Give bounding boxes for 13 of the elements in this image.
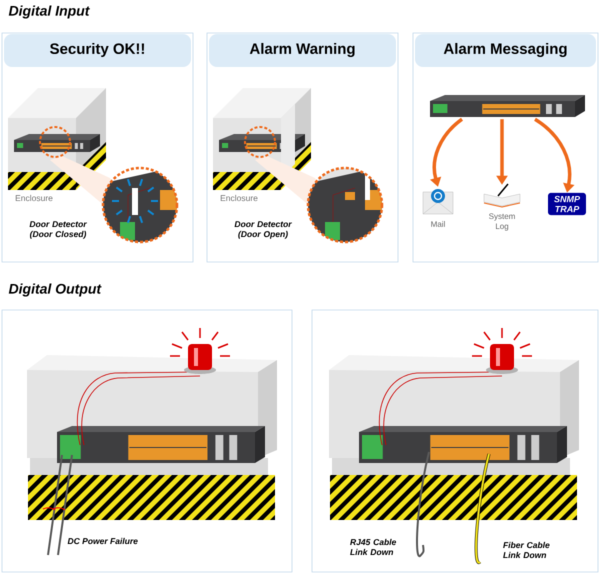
node-label: DC Power Failure xyxy=(68,538,138,544)
section-heading: Digital Input xyxy=(8,5,90,19)
text-label: Enclosure xyxy=(16,194,53,202)
icon-label: Mail xyxy=(431,221,445,227)
node-label: Fiber Cable Link Down xyxy=(503,542,550,558)
section-heading: Digital Output xyxy=(8,283,102,297)
switch-drawing xyxy=(430,95,585,117)
snmp-trap-badge: SNMP TRAP xyxy=(548,192,586,216)
node-label: Door Detector (Door Closed) xyxy=(30,221,87,239)
icon-label: System Log xyxy=(489,213,515,231)
text-label: Enclosure xyxy=(220,194,258,202)
node-label: Door Detector (Door Open) xyxy=(234,221,292,239)
node-label: RJ45 Cable Link Down xyxy=(350,538,396,556)
